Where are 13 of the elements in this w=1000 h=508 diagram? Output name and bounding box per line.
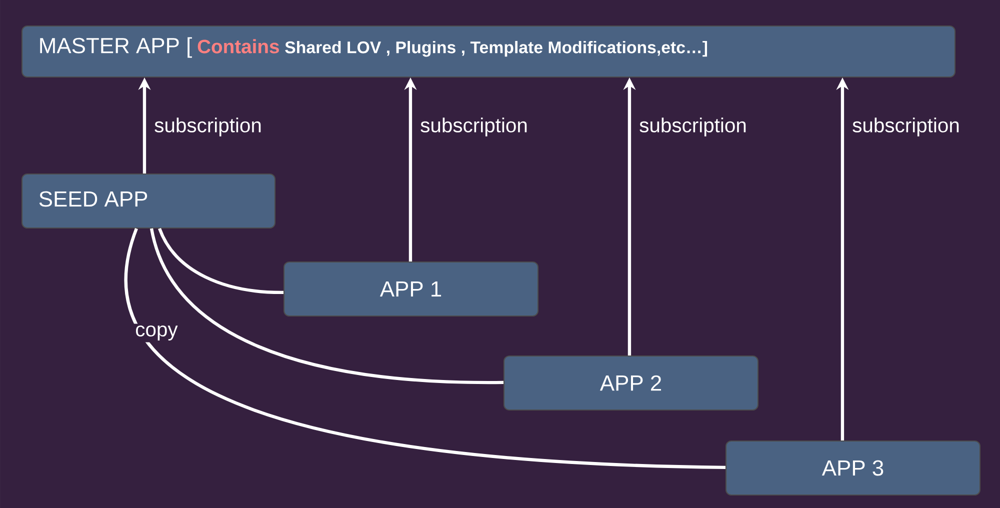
app-box: APP 3: [725, 440, 981, 496]
edge-label: subscription: [418, 116, 530, 138]
app-box: APP 1: [283, 261, 539, 317]
curved-line: [158, 228, 284, 294]
edge-label: subscription: [152, 116, 264, 138]
master-app-box: MASTER APP [ Contains Shared LOV , Plugins , Template Modifications,etc…]: [21, 25, 956, 78]
curved-line: [150, 228, 504, 384]
curved-line: [124, 228, 726, 470]
edge-label: subscription: [850, 116, 962, 138]
app-box: APP 2: [503, 355, 759, 411]
edge-label: subscription: [637, 116, 749, 138]
edge-label: copy: [133, 324, 180, 342]
seed-app-box: SEED APP: [21, 173, 276, 229]
